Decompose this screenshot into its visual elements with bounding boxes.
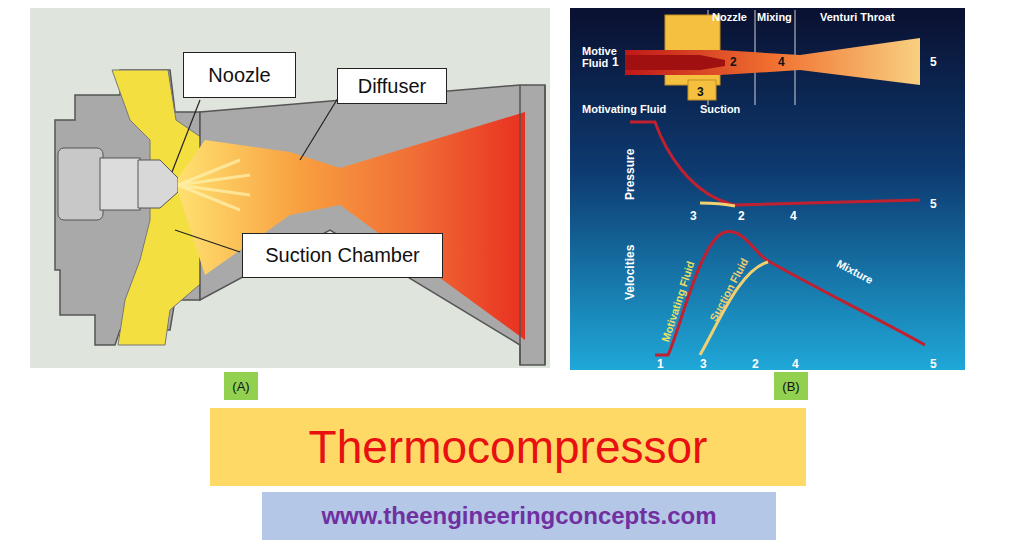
- node-text: (A): [232, 379, 249, 394]
- panel-b-ground: [570, 8, 965, 370]
- velocity-curve: [655, 232, 925, 355]
- fluid-label: Suction: [700, 104, 740, 116]
- section-label: Nozzle: [712, 12, 747, 24]
- ejector-section: [55, 70, 545, 365]
- station-number: 5: [930, 358, 937, 371]
- fluid-label: Motivating Fluid: [582, 104, 666, 116]
- station-number: 3: [697, 86, 704, 99]
- callout-box: Suction Chamber: [242, 233, 443, 278]
- station-number: 3: [700, 358, 707, 371]
- panel-a-ground: [30, 8, 550, 368]
- station-number: 3: [690, 210, 697, 223]
- node-text: Noozle: [208, 64, 270, 87]
- station-number: 5: [930, 56, 937, 69]
- ejector-schematic: [625, 10, 920, 105]
- node-text: Suction Chamber: [265, 244, 420, 267]
- node-text: Thermocompressor: [309, 420, 708, 474]
- title-banner: Thermocompressor: [210, 408, 806, 486]
- station-number: 1: [657, 358, 664, 371]
- station-number: 4: [792, 358, 799, 371]
- pressure-curve: [630, 122, 920, 206]
- section-label: Venturi Throat: [820, 12, 895, 24]
- node-text: www.theengineeringconcepts.com: [321, 502, 716, 530]
- axis-label: Pressure: [624, 149, 637, 200]
- station-number: 4: [790, 210, 797, 223]
- callout-box: Diffuser: [337, 68, 447, 104]
- axis-label: Velocities: [624, 245, 637, 300]
- station-number: 5: [930, 198, 937, 211]
- panel-tag: (B): [774, 372, 808, 400]
- station-number: 4: [778, 56, 785, 69]
- section-label: Mixing: [757, 12, 792, 24]
- panel-tag: (A): [224, 372, 258, 400]
- url-banner: www.theengineeringconcepts.com: [262, 492, 776, 540]
- station-number: 2: [730, 56, 737, 69]
- node-text: Diffuser: [358, 75, 427, 98]
- station-number: 2: [752, 358, 759, 371]
- node-text: (B): [782, 379, 799, 394]
- callout-box: Noozle: [183, 52, 296, 98]
- station-number: 2: [738, 210, 745, 223]
- station-number: 1: [612, 56, 619, 69]
